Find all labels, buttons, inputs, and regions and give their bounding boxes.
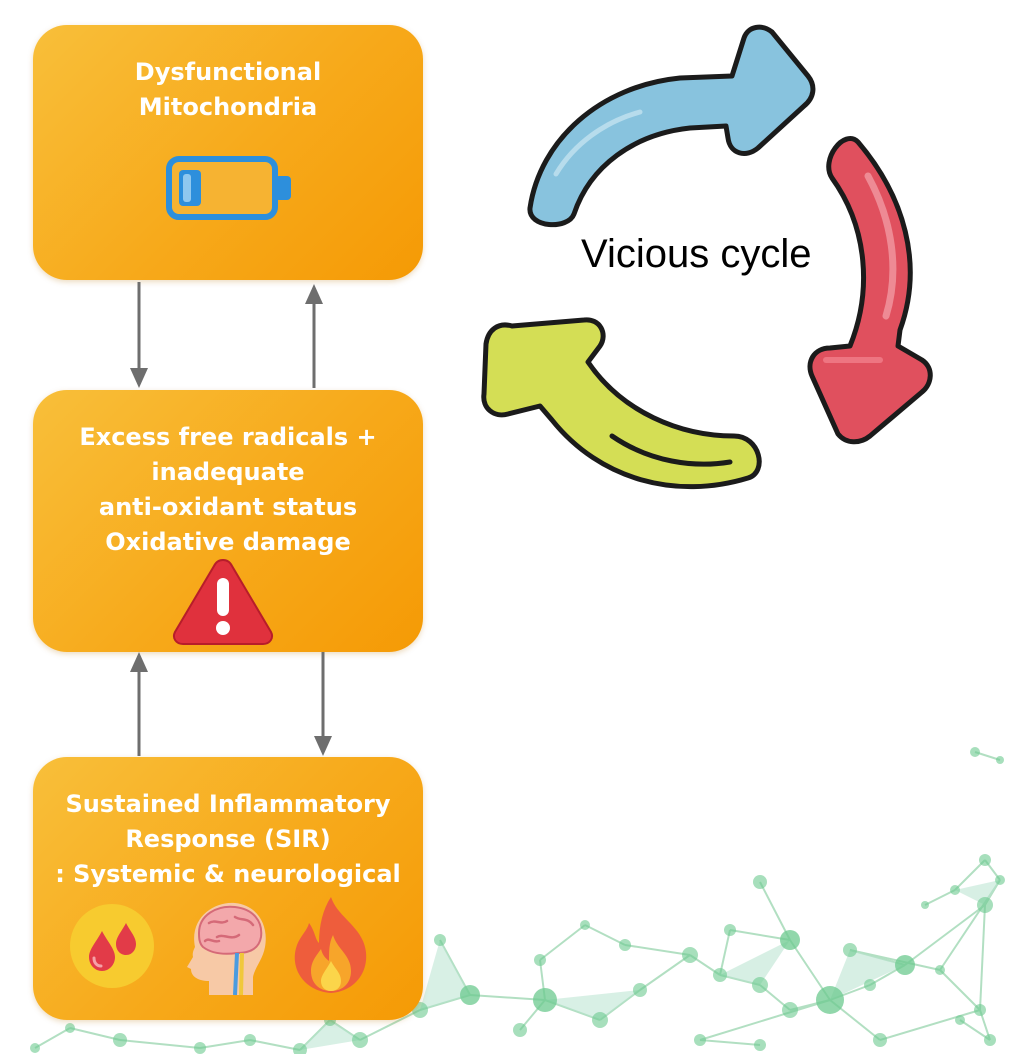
network-link <box>469 994 546 1001</box>
network-node <box>864 979 876 991</box>
network-node <box>694 1034 706 1046</box>
network-node <box>633 983 647 997</box>
network-node <box>977 897 993 913</box>
network-node <box>713 968 727 982</box>
network-node <box>950 885 960 895</box>
network-link <box>904 904 986 966</box>
network-link <box>119 1039 201 1049</box>
network-link <box>639 954 691 991</box>
fire-icon <box>294 897 367 993</box>
sustained-inflammatory-response-box: Sustained Inflammatory Response (SIR) : … <box>33 757 423 1020</box>
network-facet <box>545 990 640 1020</box>
network-link <box>699 1039 761 1046</box>
title-line: Oxidative damage <box>105 528 351 556</box>
network-link <box>849 949 941 971</box>
network-link <box>584 924 626 946</box>
network-node <box>724 924 736 936</box>
title-line: Dysfunctional <box>134 58 322 86</box>
network-node <box>580 920 590 930</box>
network-facet <box>720 940 790 985</box>
network-link <box>699 999 831 1041</box>
network-link <box>959 1019 991 1041</box>
network-node <box>984 1034 996 1046</box>
network-node <box>293 1043 307 1054</box>
title-line: Response (SIR) <box>125 825 331 853</box>
network-node <box>974 1004 986 1016</box>
free-radicals-box: Excess free radicals + inadequate anti-o… <box>33 390 423 652</box>
vicious-cycle-label: Vicious cycle <box>581 232 812 276</box>
network-link <box>539 924 586 961</box>
network-node <box>752 977 768 993</box>
network-link <box>924 889 956 906</box>
radicals-title: Excess free radicals + inadequate anti-o… <box>43 420 413 560</box>
title-line: anti-oxidant status <box>98 493 358 521</box>
network-node <box>782 1002 798 1018</box>
title-line: Excess free radicals + <box>79 423 377 451</box>
network-node <box>592 1012 608 1028</box>
network-node <box>244 1034 256 1046</box>
network-node <box>352 1032 368 1048</box>
network-facet <box>830 950 905 1000</box>
network-link <box>759 881 791 941</box>
network-node <box>935 965 945 975</box>
network-node <box>30 1043 40 1053</box>
network-link <box>199 1039 251 1049</box>
network-node <box>780 930 800 950</box>
network-node <box>533 988 557 1012</box>
network-link <box>979 904 986 1011</box>
network-node <box>979 854 991 866</box>
network-link <box>879 1009 981 1041</box>
network-node <box>534 954 546 966</box>
network-node <box>996 756 1004 764</box>
title-line: Sustained Inflammatory <box>65 790 391 818</box>
network-node <box>921 901 929 909</box>
network-node <box>619 939 631 951</box>
low-battery-icon <box>166 156 291 220</box>
warning-triangle-icon <box>173 558 273 645</box>
network-link <box>719 929 731 976</box>
network-node <box>113 1033 127 1047</box>
network-node <box>754 1039 766 1051</box>
sir-title: Sustained Inflammatory Response (SIR) : … <box>43 787 413 892</box>
blue-cycle-arrow <box>527 24 816 228</box>
network-node <box>970 747 980 757</box>
red-cycle-arrow <box>807 136 933 445</box>
network-node <box>895 955 915 975</box>
network-node <box>753 875 767 889</box>
network-facet <box>300 1020 360 1050</box>
title-line: Mitochondria <box>138 93 318 121</box>
network-link <box>359 1009 421 1041</box>
network-node <box>995 875 1005 885</box>
network-link <box>729 929 791 941</box>
network-link <box>34 1027 71 1049</box>
mitochondria-title: Dysfunctional Mitochondria <box>43 55 413 125</box>
network-node <box>434 934 446 946</box>
title-line: inadequate <box>151 458 305 486</box>
green-cycle-arrow <box>481 317 762 490</box>
network-link <box>954 859 986 891</box>
network-node <box>873 1033 887 1047</box>
network-node <box>65 1023 75 1033</box>
brain-nerve-icon <box>187 902 266 996</box>
dysfunctional-mitochondria-box: Dysfunctional Mitochondria <box>33 25 423 280</box>
network-node <box>843 943 857 957</box>
network-node <box>816 986 844 1014</box>
network-facet <box>420 940 470 1010</box>
network-node <box>194 1042 206 1054</box>
network-node <box>460 985 480 1005</box>
network-link <box>939 969 981 1011</box>
network-link <box>249 1039 301 1051</box>
network-node <box>682 947 698 963</box>
title-line: : Systemic & neurological <box>55 860 401 888</box>
network-link <box>69 1027 121 1041</box>
network-node <box>513 1023 527 1037</box>
network-link <box>624 944 691 956</box>
network-node <box>955 1015 965 1025</box>
blood-drops-icon <box>70 904 154 988</box>
